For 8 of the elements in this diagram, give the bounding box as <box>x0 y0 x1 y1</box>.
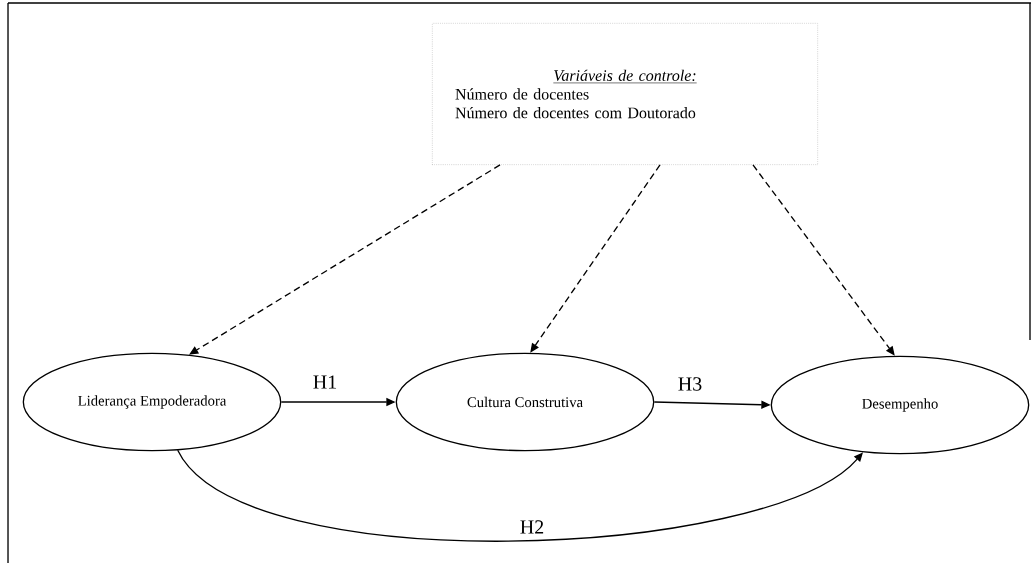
edge-label: H2 <box>518 519 546 535</box>
ellipse-node: Desempenho <box>770 355 1030 455</box>
ellipse-node: Liderança Empoderadora <box>22 352 282 452</box>
edge-label: H1 <box>311 374 339 390</box>
edge-label: H3 <box>676 375 704 393</box>
ellipse-node: Cultura Construtiva <box>395 352 655 452</box>
control-variables-box: Variáveis de controle: Número de docentes Número de docentes com Doutorado <box>432 23 818 165</box>
arrow <box>189 164 501 355</box>
